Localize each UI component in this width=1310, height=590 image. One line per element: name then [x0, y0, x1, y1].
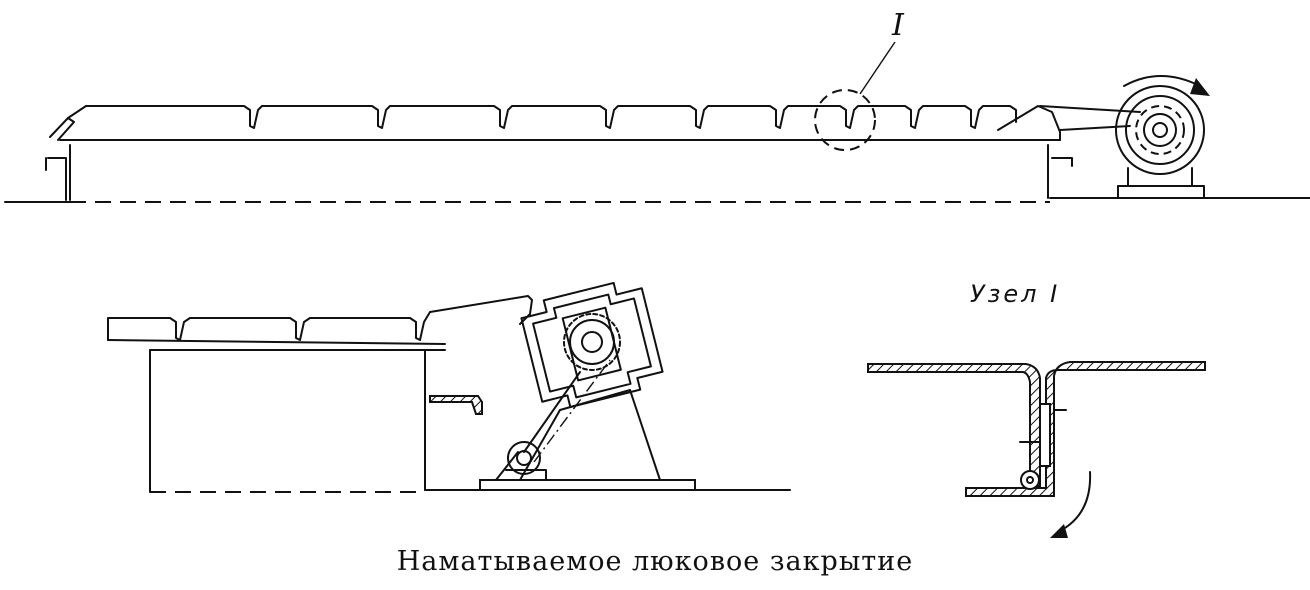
detail-circle-I	[814, 89, 876, 151]
cable-upper	[1039, 105, 1141, 113]
closed-cover-view	[4, 41, 1310, 203]
rolled-panels-profile	[107, 295, 533, 341]
stand-leg	[495, 451, 519, 481]
detail-I-view	[867, 361, 1206, 538]
stand-base	[479, 479, 696, 491]
panels-bottom	[107, 339, 446, 345]
detail-left-plate	[867, 363, 1041, 487]
arm-line	[523, 371, 581, 453]
detail-roller-axle	[1026, 476, 1034, 484]
detail-title: Узел I	[970, 280, 1061, 308]
detail-roller	[1020, 470, 1040, 490]
wall-bracket	[429, 395, 483, 415]
cable-lower	[1059, 125, 1131, 131]
left-end-hook	[49, 117, 75, 141]
figure-caption: Наматываемое люковое закрытие	[396, 546, 914, 577]
detail-leader-line	[859, 41, 896, 95]
rotation-arrowhead	[1190, 78, 1210, 96]
winding-drum	[1115, 85, 1205, 199]
end-ramp	[997, 105, 1061, 141]
rolling-view	[107, 281, 791, 493]
detail-marker-label: I	[892, 8, 904, 43]
detail-rotation-arrowhead	[1050, 524, 1068, 538]
detail-hinge	[1039, 403, 1051, 467]
rotation-arc	[1123, 75, 1201, 87]
sprocket	[563, 313, 621, 371]
pulley-outer	[507, 441, 541, 475]
pulley-mount	[505, 469, 547, 481]
right-coaming	[1047, 144, 1073, 199]
cover-panels-profile	[67, 105, 1017, 129]
left-coaming	[45, 144, 71, 201]
rolled-cover-bundle	[520, 281, 664, 409]
detail-rotation-arc	[1057, 471, 1092, 533]
pulley-inner	[516, 450, 532, 466]
detail-right-plate	[965, 361, 1206, 497]
support-stand	[519, 389, 661, 481]
